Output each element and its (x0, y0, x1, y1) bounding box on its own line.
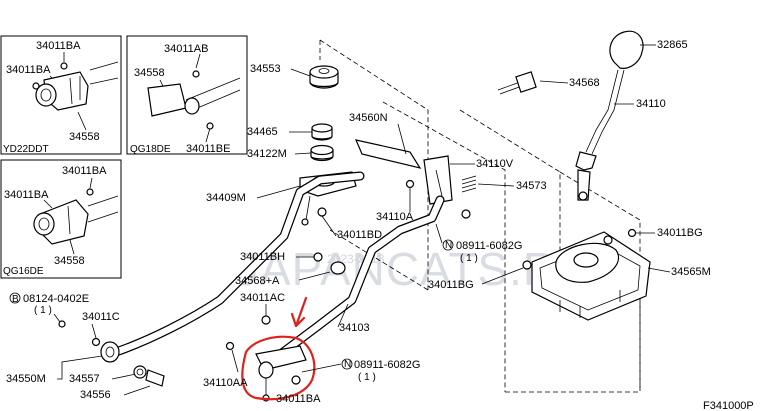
inset2-label-bottom: 34011BE (186, 143, 230, 155)
callout-08911-bottom-qty: ( 1 ) (358, 372, 376, 383)
bushing-stack: 34553 34465 34122M (247, 63, 339, 162)
spec-08911-top: N 08911-6082G ( 1 ) (435, 223, 522, 264)
inset1-variant: YD22DDT (3, 144, 49, 155)
callout-34573: 34573 (516, 180, 547, 192)
callout-34550M: 34550M (6, 373, 46, 385)
callout-34011BD: 34011BD (337, 229, 382, 241)
callout-08911-bottom: 08911-6082G (354, 359, 420, 371)
callout-34409M: 34409M (206, 192, 246, 204)
callout-34122M: 34122M (247, 148, 287, 160)
inset2-label-top: 34011AB (164, 43, 208, 55)
spec-08124: B 08124-0402E ( 1 ) 34011C (9, 292, 120, 347)
watermark-text: JAPANCATS.RU (236, 243, 591, 295)
control-rod (100, 171, 365, 363)
inset1-label-part: 34558 (69, 131, 100, 143)
bracket-34560N: 34560N 34110V 34573 34110A (349, 112, 547, 223)
svg-text:N: N (344, 359, 351, 370)
callout-34011BH: 34011BH (240, 251, 285, 263)
diagram-code: F341000P (703, 400, 754, 411)
callout-34103: 34103 (339, 322, 370, 334)
callout-34110V: 34110V (476, 158, 514, 170)
callout-32865: 32865 (657, 39, 688, 51)
joint-assembly (255, 345, 307, 402)
bottom-fasteners: 34110AA 34011BA (203, 341, 321, 405)
callout-34560N: 34560N (349, 112, 388, 124)
callout-34556: 34556 (80, 389, 111, 401)
callout-34011BG-right: 34011BG (657, 227, 703, 239)
inset1-label-top: 34011BA (36, 40, 81, 52)
callout-34553: 34553 (250, 63, 281, 75)
bolt-34568: 34568 (497, 71, 600, 95)
inset2-variant: QG18DE (130, 144, 171, 155)
callout-34011AC: 34011AC (240, 292, 285, 304)
inset-yd22ddt: 34011BA 34011BA 34558 YD22DDT (0, 35, 122, 155)
bolt-34011AC: 34011AC (240, 292, 285, 325)
red-highlight-annotation (241, 296, 316, 401)
shift-lever-assembly: 32865 34110 (575, 30, 688, 201)
n-marker-icon (442, 239, 454, 251)
callout-34110AA: 34110AA (203, 377, 248, 389)
inset-qg18de: 34011AB 34558 34011BE QG18DE (126, 35, 248, 155)
inset3-label-left: 34011BA (4, 189, 49, 201)
frame-right (459, 109, 641, 390)
inset3-variant: QG16DE (3, 266, 44, 277)
callout-34568A: 34568+A (235, 275, 280, 287)
callout-34110: 34110 (636, 98, 666, 110)
frame-center (382, 101, 641, 393)
end-fittings: 34550M 34557 34556 (6, 355, 165, 401)
callout-34465: 34465 (247, 126, 278, 138)
rod-34103: 34103 (265, 195, 445, 367)
inset-qg16de: 34011BA 34011BA 34558 QG16DE (0, 159, 122, 279)
callout-34557: 34557 (69, 373, 100, 385)
callout-34565M: 34565M (671, 266, 711, 278)
callout-08911-top-qty: ( 1 ) (460, 253, 478, 264)
b-marker-icon (9, 292, 21, 304)
inset3-label-top: 34011BA (62, 165, 107, 177)
callout-34011C: 34011C (82, 311, 120, 323)
callout-08124: 08124-0402E (23, 293, 89, 305)
inset1-label-left: 34011BA (6, 64, 51, 76)
callout-34011BA-bottom: 34011BA (276, 393, 321, 405)
fasteners-mid: 34011BH 34568+A (235, 251, 331, 287)
n-marker-icon (341, 358, 353, 370)
spec-08911-bottom: N 08911-6082G ( 1 ) (301, 358, 420, 383)
callout-34011BG-left: 34011BG (428, 279, 474, 291)
callout-08124-qty: ( 1 ) (34, 305, 52, 316)
shift-knob-icon (609, 30, 644, 69)
callout-34568: 34568 (569, 77, 600, 89)
callout-08911-top: 08911-6082G (456, 240, 522, 252)
inset2-label-left: 34558 (134, 67, 165, 79)
inset3-label-part: 34558 (54, 255, 85, 267)
svg-text:B: B (12, 294, 19, 305)
shift-base-34565M: 34011BG 34565M 34011BG (428, 227, 711, 321)
svg-text:N: N (445, 240, 452, 251)
callout-34110A: 34110A (376, 211, 414, 223)
frame-left (319, 39, 429, 291)
